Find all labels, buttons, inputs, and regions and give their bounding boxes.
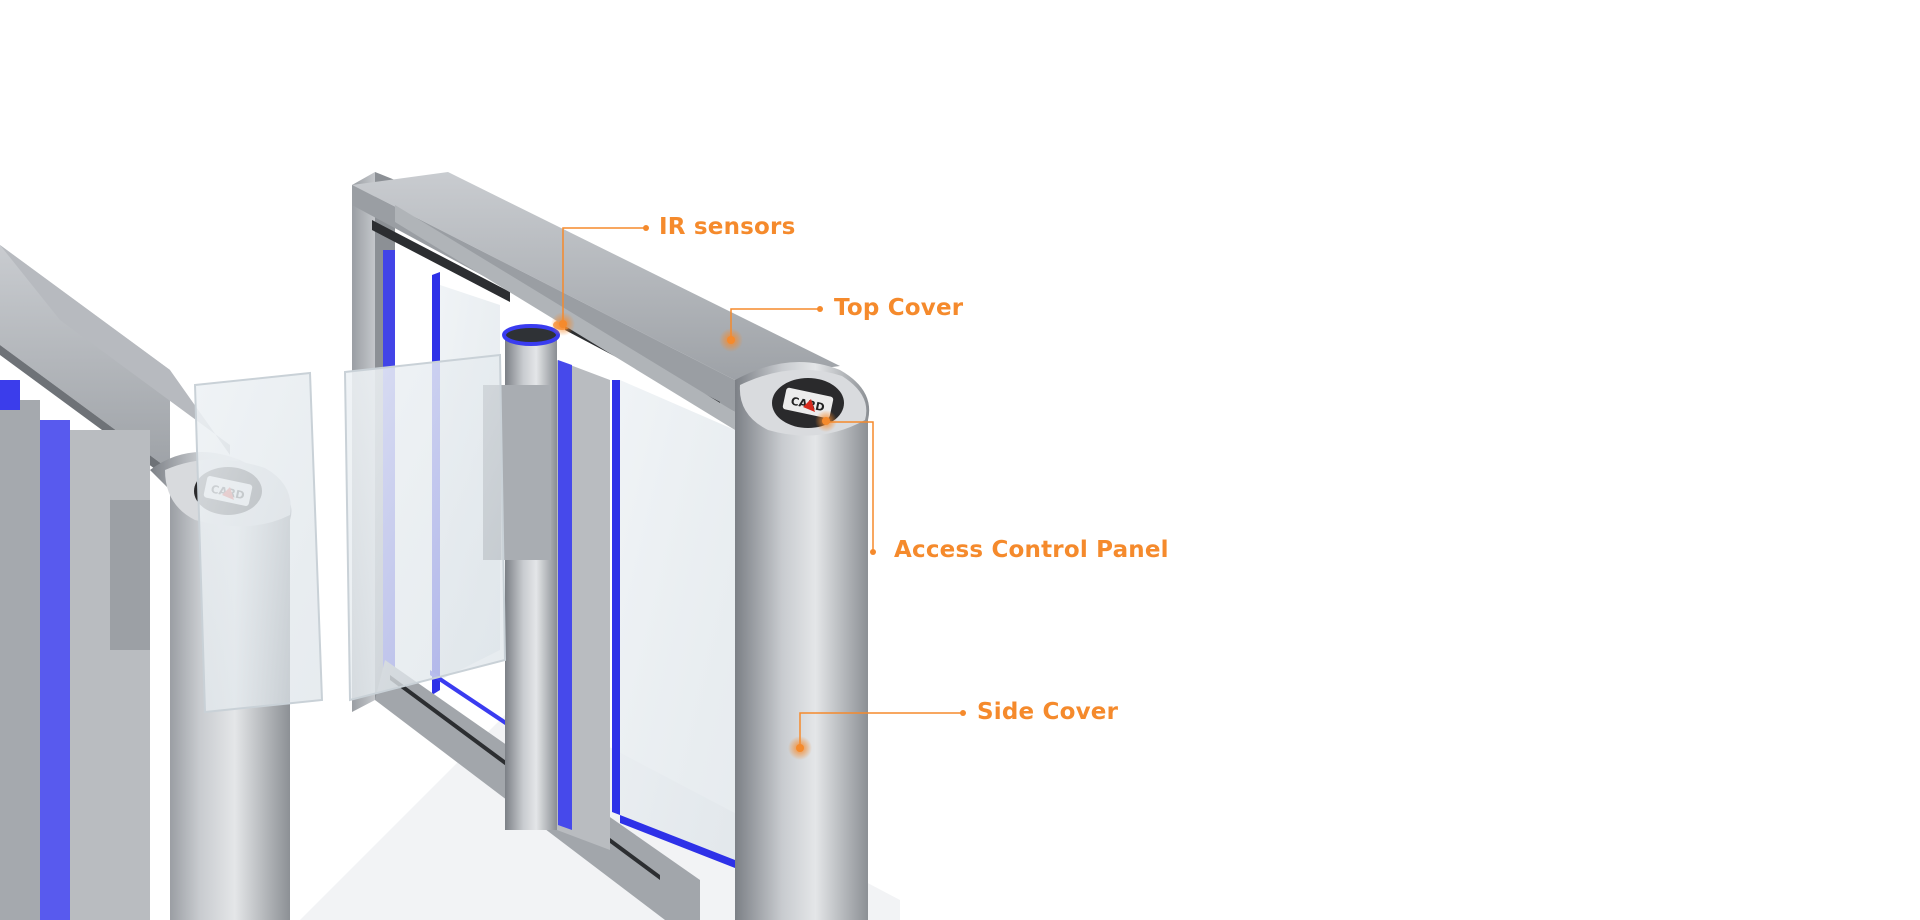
- callout-dot-icon: [817, 306, 823, 312]
- callout-dot-icon: [960, 710, 966, 716]
- callout-label-access-control-panel: Access Control Panel: [894, 537, 1169, 563]
- left-turnstile: CARD: [0, 245, 292, 920]
- callout-dot-icon: [796, 744, 804, 752]
- callout-dot-icon: [822, 417, 830, 425]
- callout-dot-icon: [643, 225, 649, 231]
- callout-dot-icon: [559, 320, 567, 328]
- callout-label-top-cover: Top Cover: [834, 295, 964, 321]
- callout-dot-icon: [727, 336, 735, 344]
- leader-ir-sensors: [562, 227, 646, 322]
- left-glass-flap: [193, 371, 324, 714]
- callout-label-ir-sensors: IR sensors: [659, 214, 796, 240]
- leader-access-control-panel: [828, 421, 874, 552]
- callout-dot-icon: [870, 549, 876, 555]
- callout-dots: [551, 225, 966, 760]
- callout-label-side-cover: Side Cover: [977, 699, 1119, 725]
